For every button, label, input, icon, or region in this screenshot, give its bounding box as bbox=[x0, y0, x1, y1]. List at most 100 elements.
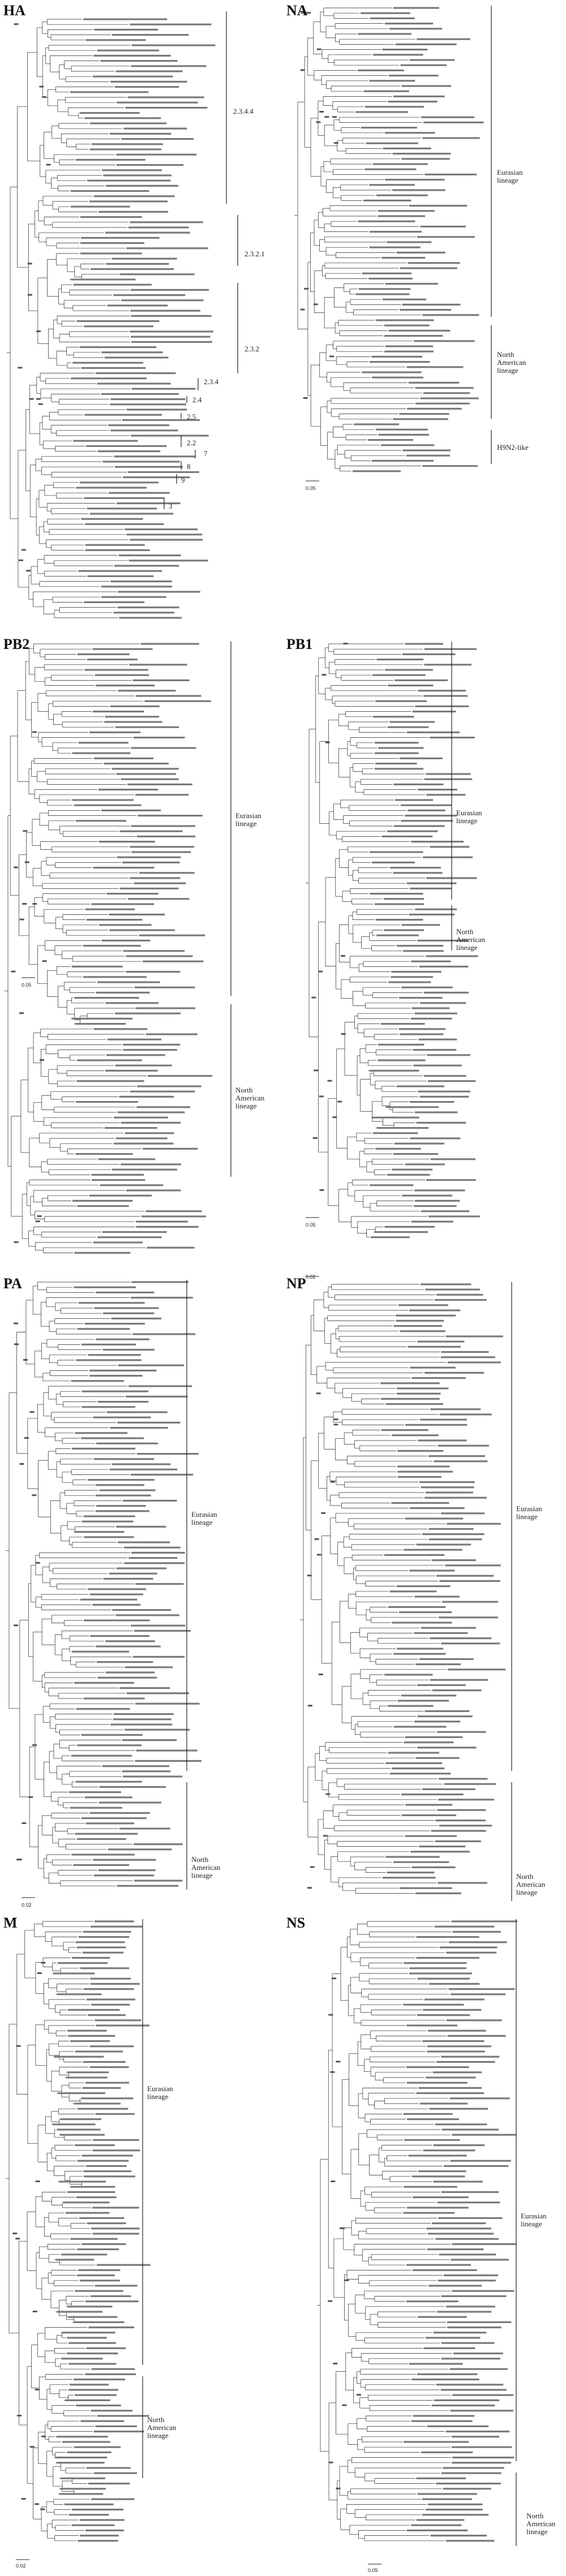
leaf-label bbox=[451, 2259, 509, 2261]
leaf-label bbox=[387, 1705, 434, 1707]
bootstrap-mark bbox=[35, 2503, 40, 2505]
leaf-label bbox=[130, 1473, 194, 1476]
bootstrap-mark bbox=[303, 397, 308, 399]
clade-label: North American lineage bbox=[526, 2512, 556, 2536]
bootstrap-mark bbox=[28, 1796, 33, 1798]
leaf-label bbox=[422, 465, 478, 467]
bootstrap-mark bbox=[23, 1359, 28, 1361]
bootstrap-mark bbox=[331, 2181, 336, 2182]
leaf-label bbox=[401, 1695, 457, 1697]
leaf-label bbox=[102, 461, 180, 463]
leaf-label bbox=[397, 1476, 441, 1478]
clade-label: Eurasian lineage bbox=[521, 2212, 547, 2228]
leaf-label bbox=[443, 2274, 499, 2277]
leaf-label bbox=[75, 1833, 138, 1835]
leaf-label bbox=[75, 158, 145, 161]
leaf-label bbox=[139, 934, 205, 936]
leaf-label bbox=[83, 2061, 126, 2063]
leaf-label bbox=[69, 2384, 109, 2386]
bootstrap-mark bbox=[21, 549, 26, 551]
leaf-label bbox=[371, 355, 423, 358]
leaf-label bbox=[363, 199, 411, 201]
bootstrap-mark bbox=[12, 2233, 18, 2234]
leaf-label bbox=[103, 1577, 153, 1580]
leaf-label bbox=[90, 1925, 143, 1928]
leaf-label bbox=[381, 835, 433, 837]
leaf-label bbox=[79, 2217, 125, 2219]
leaf-label bbox=[131, 388, 196, 390]
leaf-label bbox=[426, 794, 466, 796]
leaf-label bbox=[73, 1864, 130, 1866]
leaf-label bbox=[391, 1767, 445, 1770]
leaf-label bbox=[55, 2457, 108, 2459]
leaf-label bbox=[381, 444, 435, 446]
leaf-label bbox=[421, 1210, 470, 1212]
leaf-label bbox=[444, 1783, 496, 1785]
leaf-label bbox=[116, 153, 197, 156]
leaf-label bbox=[393, 1153, 439, 1155]
leaf-label bbox=[355, 111, 408, 113]
leaf-label bbox=[452, 2134, 516, 2136]
leaf-label bbox=[384, 1554, 445, 1556]
leaf-label bbox=[113, 1142, 174, 1145]
clade-label: Eurasian lineage bbox=[191, 1510, 217, 1526]
leaf-label bbox=[82, 1951, 124, 1954]
leaf-label bbox=[60, 2488, 106, 2490]
leaf-label bbox=[411, 1007, 450, 1009]
leaf-label bbox=[117, 1111, 185, 1113]
leaf-label bbox=[80, 1967, 130, 1969]
leaf-label bbox=[439, 1825, 492, 1827]
leaf-label bbox=[433, 2181, 483, 2183]
leaf-label bbox=[132, 679, 190, 681]
leaf-label bbox=[87, 179, 171, 182]
bootstrap-mark bbox=[342, 2404, 347, 2406]
leaf-label bbox=[126, 408, 187, 411]
leaf-label bbox=[411, 1866, 456, 1868]
leaf-label bbox=[397, 1465, 450, 1468]
leaf-label bbox=[77, 2274, 115, 2277]
leaf-label bbox=[443, 2488, 491, 2490]
leaf-label bbox=[427, 2425, 489, 2427]
leaf-label bbox=[372, 674, 426, 676]
leaf-label bbox=[68, 2316, 118, 2318]
bootstrap-mark bbox=[316, 1554, 321, 1556]
leaf-label bbox=[362, 371, 422, 373]
bootstrap-mark bbox=[307, 1575, 312, 1577]
leaf-label bbox=[145, 1033, 198, 1035]
leaf-label bbox=[417, 1977, 470, 1980]
leaf-label bbox=[365, 168, 417, 170]
leaf-label bbox=[119, 887, 179, 889]
leaf-label bbox=[125, 1132, 174, 1134]
leaf-label bbox=[97, 2415, 149, 2417]
leaf-label bbox=[71, 278, 136, 281]
leaf-label bbox=[84, 1619, 150, 1622]
leaf-label bbox=[440, 2389, 507, 2391]
leaf-label bbox=[114, 86, 179, 88]
leaf-label bbox=[123, 476, 190, 479]
leaf-label bbox=[388, 101, 438, 103]
leaf-label bbox=[441, 2358, 500, 2360]
leaf-label bbox=[82, 1406, 135, 1408]
leaf-label bbox=[452, 2462, 512, 2464]
leaf-label bbox=[106, 1411, 168, 1413]
leaf-label bbox=[89, 1369, 157, 1371]
leaf-label bbox=[101, 809, 161, 811]
leaf-label bbox=[424, 648, 477, 650]
leaf-label bbox=[70, 2238, 118, 2240]
leaf-label bbox=[121, 1121, 181, 1124]
leaf-label bbox=[93, 1874, 155, 1877]
leaf-label bbox=[447, 2326, 501, 2329]
leaf-label bbox=[446, 2306, 495, 2308]
leaf-label bbox=[432, 2071, 482, 2074]
leaf-label bbox=[59, 2493, 103, 2495]
leaf-label bbox=[114, 466, 183, 468]
leaf-label bbox=[80, 216, 142, 218]
leaf-label bbox=[434, 1925, 495, 1928]
bootstrap-mark bbox=[37, 1215, 42, 1217]
leaf-label bbox=[444, 2165, 509, 2167]
leaf-label bbox=[93, 195, 175, 197]
leaf-label bbox=[70, 1807, 122, 1809]
leaf-label bbox=[86, 2347, 126, 2349]
leaf-label bbox=[424, 778, 473, 780]
leaf-label bbox=[76, 1101, 138, 1103]
